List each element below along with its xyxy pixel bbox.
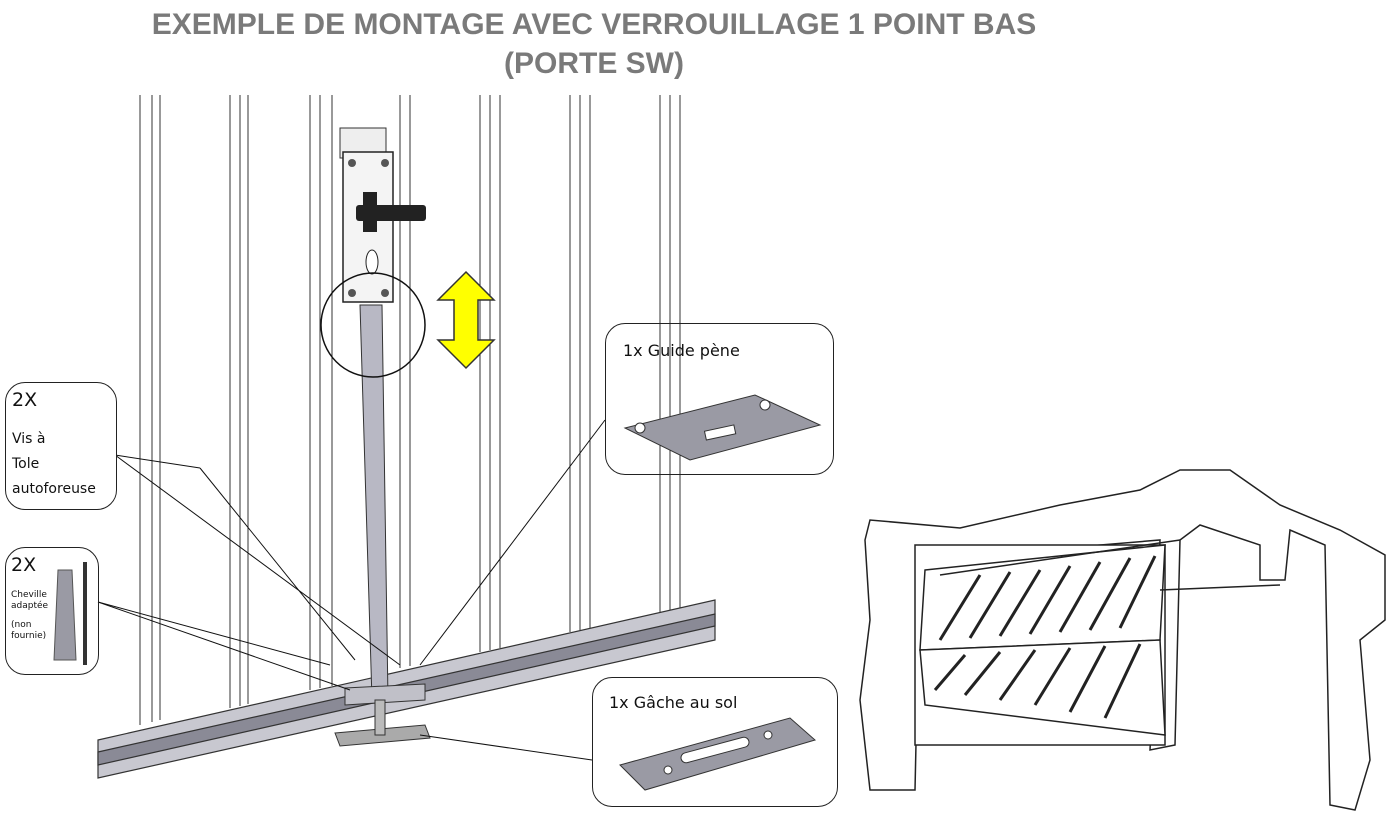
lock-bar bbox=[359, 304, 389, 701]
lock-plate bbox=[339, 127, 426, 303]
screw-qty: 2X bbox=[12, 389, 38, 411]
screw-label: Vis à Tole autoforeuse bbox=[12, 427, 96, 502]
gache-part bbox=[619, 717, 817, 791]
up-down-arrow-icon bbox=[436, 270, 496, 370]
plug-label: Cheville adaptée (non fournie) bbox=[11, 590, 48, 642]
plug-qty: 2X bbox=[11, 554, 37, 576]
plug-label-line: Cheville bbox=[11, 590, 47, 600]
screw-callout: 2X Vis à Tole autoforeuse bbox=[5, 382, 117, 510]
detail-circle bbox=[320, 272, 426, 378]
plug-label-line: fournie) bbox=[11, 631, 47, 641]
plug-label-line: (non bbox=[11, 620, 32, 630]
plug-label-line: adaptée bbox=[11, 601, 49, 611]
plug-callout: 2X Cheville adaptée (non fournie) bbox=[5, 547, 99, 675]
garage-door-illustration bbox=[859, 469, 1386, 811]
floor-strike bbox=[334, 683, 431, 747]
guide-pene-label: 1x Guide pène bbox=[623, 341, 740, 360]
keyhole-icon bbox=[365, 249, 379, 275]
screw-label-line: Tole bbox=[12, 456, 40, 472]
title-line-1: EXEMPLE DE MONTAGE AVEC VERROUILLAGE 1 P… bbox=[151, 8, 1037, 41]
guide-pene-part bbox=[623, 394, 822, 461]
title-line-2: (PORTE SW) bbox=[504, 47, 684, 80]
wall-plug-icon bbox=[53, 562, 87, 665]
screw-label-line: autoforeuse bbox=[12, 481, 96, 497]
gache-label: 1x Gâche au sol bbox=[609, 693, 738, 712]
door-panel-ribs bbox=[139, 95, 681, 725]
gache-callout: 1x Gâche au sol bbox=[592, 677, 838, 807]
guide-pene-callout: 1x Guide pène bbox=[605, 323, 834, 475]
leader-lines bbox=[97, 419, 606, 761]
screw-label-line: Vis à bbox=[12, 431, 46, 447]
